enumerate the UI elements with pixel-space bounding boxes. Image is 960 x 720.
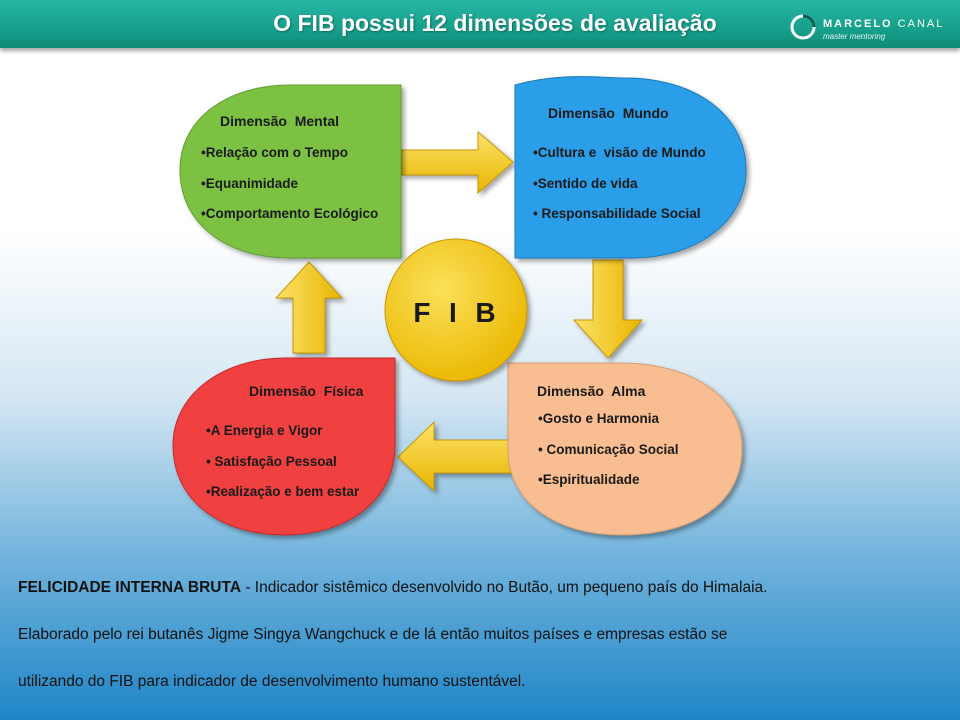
arrow-mundo-to-alma [572, 259, 644, 359]
dimension-mundo-item-2: •Sentido de vida [533, 176, 638, 191]
fib-center-label: F I B [413, 297, 496, 328]
description-line-3: utilizando do FIB para indicador de dese… [18, 673, 526, 690]
dimension-alma-item-3: •Espiritualidade [538, 472, 640, 487]
dimension-fisica-item-3: •Realização e bem estar [206, 484, 360, 499]
dimension-fisica-item-2: • Satisfação Pessoal [206, 454, 337, 469]
arrow-mental-to-mundo [401, 130, 514, 195]
brand-tagline: master mentoring [823, 32, 886, 41]
dimension-alma-shape [507, 362, 743, 536]
dimension-mental-item-1: •Relação com o Tempo [201, 145, 348, 160]
dimension-fisica-shape [172, 357, 396, 536]
page-title: O FIB possui 12 dimensões de avaliação [273, 10, 717, 36]
description-line-1: FELICIDADE INTERNA BRUTA - Indicador sis… [18, 579, 768, 596]
dimension-mundo-item-3: • Responsabilidade Social [533, 206, 701, 221]
fib-center-circle [384, 238, 528, 382]
description-line-2: Elaborado pelo rei butanês Jigme Singya … [18, 626, 728, 643]
arrow-alma-to-fisica [397, 420, 516, 493]
dimension-alma-title: Dimensão Alma [537, 383, 646, 399]
fib-term: FELICIDADE INTERNA BRUTA [18, 579, 242, 596]
dimension-mental-shape [179, 84, 402, 259]
title-bar: O FIB possui 12 dimensões de avaliação M… [0, 0, 960, 48]
dimension-mundo-title: Dimensão Mundo [548, 105, 669, 121]
brand-circle-icon [790, 14, 816, 40]
dimension-fisica-title: Dimensão Física [249, 383, 364, 399]
dimension-mental-item-3: •Comportamento Ecológico [201, 206, 378, 221]
dimension-mental-title: Dimensão Mental [220, 113, 339, 129]
dimension-alma-item-2: • Comunicação Social [538, 442, 679, 457]
dimension-alma-item-1: •Gosto e Harmonia [538, 411, 659, 426]
brand-logo-area: MARCELO CANAL master mentoring [790, 12, 955, 42]
dimension-mundo-item-1: •Cultura e visão de Mundo [533, 145, 706, 160]
description-text: FELICIDADE INTERNA BRUTA - Indicador sis… [18, 578, 948, 719]
dimension-fisica-item-1: •A Energia e Vigor [206, 423, 323, 438]
dimension-mental-item-2: •Equanimidade [201, 176, 298, 191]
fib-cycle-diagram: F I B Dimensão Mental •Relação com o Tem… [172, 76, 747, 536]
brand-name: MARCELO CANAL [823, 18, 945, 30]
arrow-fisica-to-mental [274, 261, 344, 354]
dimension-mundo-shape [514, 76, 747, 259]
